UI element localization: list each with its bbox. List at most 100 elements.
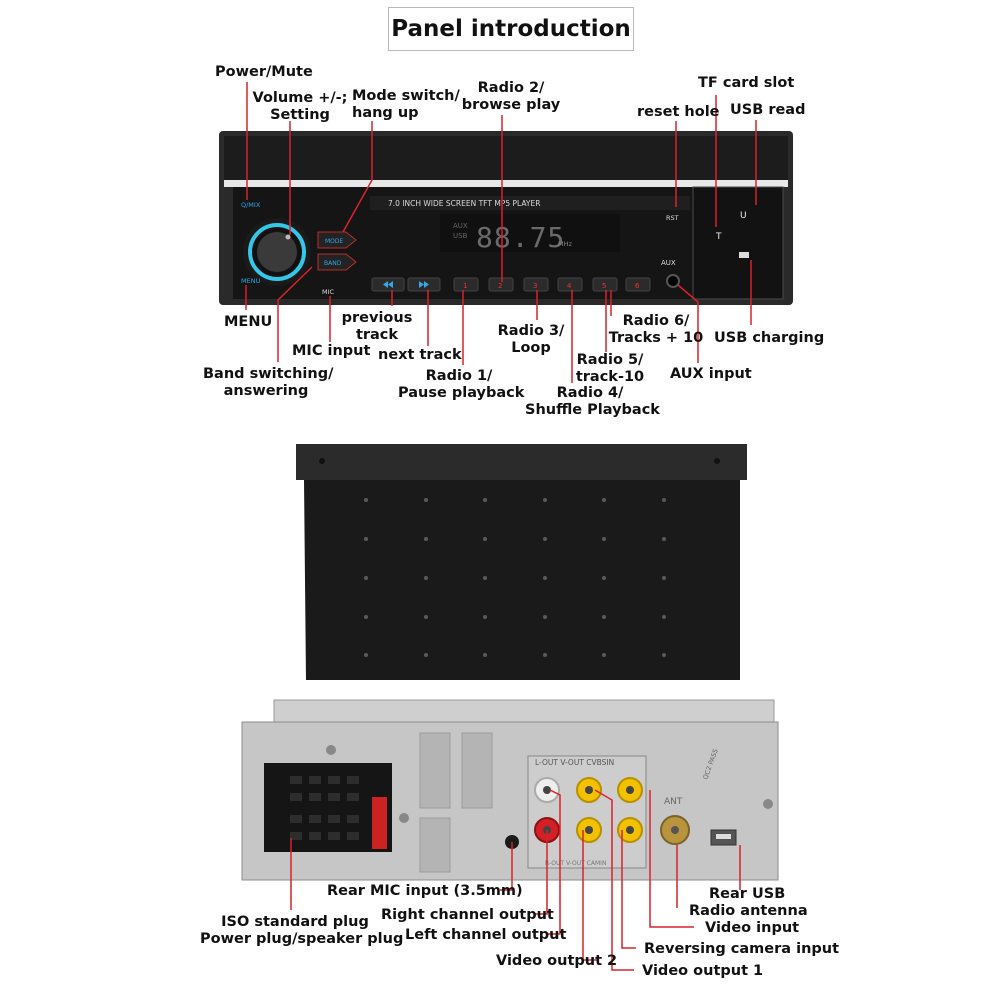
- rca-camera-in-core: [626, 826, 634, 834]
- aux-jack[interactable]: [666, 274, 680, 288]
- screen-back-dots: [364, 498, 666, 657]
- label-previous-track: previous track: [340, 310, 414, 344]
- qmix-label: Q/MIX: [241, 201, 261, 209]
- label-radio4-line1: Radio 4/: [556, 385, 624, 401]
- brand-strip: [370, 196, 690, 210]
- label-iso-plug: ISO standard plug Power plug/speaker plu…: [200, 914, 404, 948]
- front-panel: 7.0 INCH WIDE SCREEN TFT MP5 PLAYER AUX …: [219, 131, 793, 305]
- leader-band: [277, 266, 313, 362]
- lid-screw-left: [319, 458, 325, 464]
- band-button[interactable]: [317, 253, 357, 271]
- label-radio5-line2: track-10: [575, 369, 645, 385]
- label-volume-line1: Volume +/-;: [252, 90, 348, 106]
- leader-left-channel: [547, 789, 561, 935]
- leader-aux: [677, 284, 699, 363]
- label-mode-line1: Mode switch/: [352, 88, 460, 104]
- rear-screw-mid: [399, 813, 409, 823]
- label-band-line1: Band switching/: [203, 366, 334, 382]
- rca-video-in-core: [626, 786, 634, 794]
- band-button-text: BAND: [324, 260, 342, 267]
- preset-button-1[interactable]: [453, 277, 479, 292]
- label-volume-line2: Setting: [270, 107, 330, 123]
- label-radio-antenna: Radio antenna: [689, 903, 808, 919]
- rca-left-out-core: [543, 786, 551, 794]
- preset-5-text: 5: [602, 282, 606, 290]
- chassis-top-rim: [273, 699, 775, 723]
- preset-button-5[interactable]: [592, 277, 618, 292]
- rear-usb-tongue: [716, 834, 731, 839]
- label-mode-line2: hang up: [352, 105, 419, 121]
- front-leader-lines: [245, 82, 757, 383]
- label-radio1-line2: Pause playback: [398, 385, 525, 401]
- preset-button-2[interactable]: [488, 277, 514, 292]
- label-rear-mic: Rear MIC input (3.5mm): [327, 883, 523, 899]
- usb-charging-port[interactable]: [739, 252, 749, 258]
- label-left-channel: Left channel output: [405, 927, 567, 943]
- usb-slot-text: U: [740, 211, 747, 221]
- label-radio6-line2: Tracks + 10: [608, 330, 704, 346]
- label-prev-line1: previous: [341, 310, 413, 326]
- iso-pins: [290, 776, 359, 840]
- label-radio5: Radio 5/ track-10: [573, 352, 647, 386]
- label-radio3-line1: Radio 3/: [497, 323, 565, 339]
- preset-button-3[interactable]: [523, 277, 549, 292]
- lcd-digits: 88.75: [476, 221, 565, 254]
- label-radio1: Radio 1/ Pause playback: [398, 368, 525, 402]
- rca-header-text: L-OUT V-OUT CVBSIN: [535, 758, 614, 767]
- rca-panel: [527, 755, 647, 869]
- mic-port-text: MIC: [322, 288, 335, 296]
- label-prev-line2: track: [355, 327, 399, 343]
- tf-slot-text: T: [715, 232, 722, 242]
- label-iso-line2: Power plug/speaker plug: [200, 931, 404, 947]
- label-tf-slot: TF card slot: [698, 75, 795, 91]
- label-video-input: Video input: [705, 920, 800, 936]
- lcd-display: [440, 214, 620, 252]
- preset-button-4[interactable]: [557, 277, 583, 292]
- preset-buttons: 1 2 3 4 5 6: [453, 277, 651, 292]
- leader-right-channel: [534, 830, 548, 915]
- preset-1-text: 1: [463, 282, 467, 290]
- label-radio4-line2: Shuffle Playback: [525, 402, 660, 418]
- rst-text: RST: [666, 214, 679, 222]
- rca-video-out-2-core: [585, 826, 593, 834]
- label-band-line2: answering: [223, 383, 309, 399]
- menu-key-label: MENU: [241, 277, 261, 285]
- label-usb-read: USB read: [730, 102, 806, 118]
- leader-mode: [342, 121, 373, 233]
- knob-indicator-dot: [285, 234, 291, 240]
- preset-button-6[interactable]: [625, 277, 651, 292]
- lcd-usb-indicator: USB: [453, 232, 468, 240]
- page-title: Panel introduction: [388, 7, 634, 51]
- label-radio1-line1: Radio 1/: [425, 368, 493, 384]
- aux-port-text: AUX: [661, 259, 676, 267]
- rca-footer-text: R-OUT V-OUT CAMIN: [545, 860, 606, 867]
- folded-screen-back: [304, 480, 740, 680]
- lcd-unit: MHz: [558, 240, 572, 248]
- rear-unit: L-OUT V-OUT CVBSIN R-OUT V-OUT CAMIN ANT…: [241, 444, 779, 881]
- label-mic-input: MIC input: [292, 343, 371, 359]
- label-radio3-line2: Loop: [511, 340, 551, 356]
- label-menu: MENU: [224, 314, 273, 330]
- preset-3-text: 3: [533, 282, 537, 290]
- mode-button[interactable]: [317, 231, 357, 249]
- leader-video-out-1: [594, 789, 634, 971]
- leader-camera: [621, 830, 636, 949]
- front-top-slot: [224, 136, 788, 180]
- label-right-channel: Right channel output: [381, 907, 554, 923]
- prev-track-icon: [383, 281, 393, 288]
- antenna-socket-core: [671, 826, 679, 834]
- rear-screw-right: [763, 799, 773, 809]
- label-video-output-1: Video output 1: [642, 963, 764, 979]
- label-aux-input: AUX input: [670, 366, 752, 382]
- label-radio6-line1: Radio 6/: [622, 313, 690, 329]
- knob-center: [257, 232, 297, 272]
- label-band-switching: Band switching/ answering: [203, 366, 334, 400]
- label-usb-charging: USB charging: [714, 330, 825, 346]
- tf-usb-cover: [692, 186, 784, 300]
- front-top-edge: [224, 180, 788, 187]
- rear-vents: [419, 732, 493, 873]
- label-radio3: Radio 3/ Loop: [495, 323, 567, 357]
- lid-top-edge: [296, 444, 747, 480]
- lcd-aux-indicator: AUX: [453, 222, 468, 230]
